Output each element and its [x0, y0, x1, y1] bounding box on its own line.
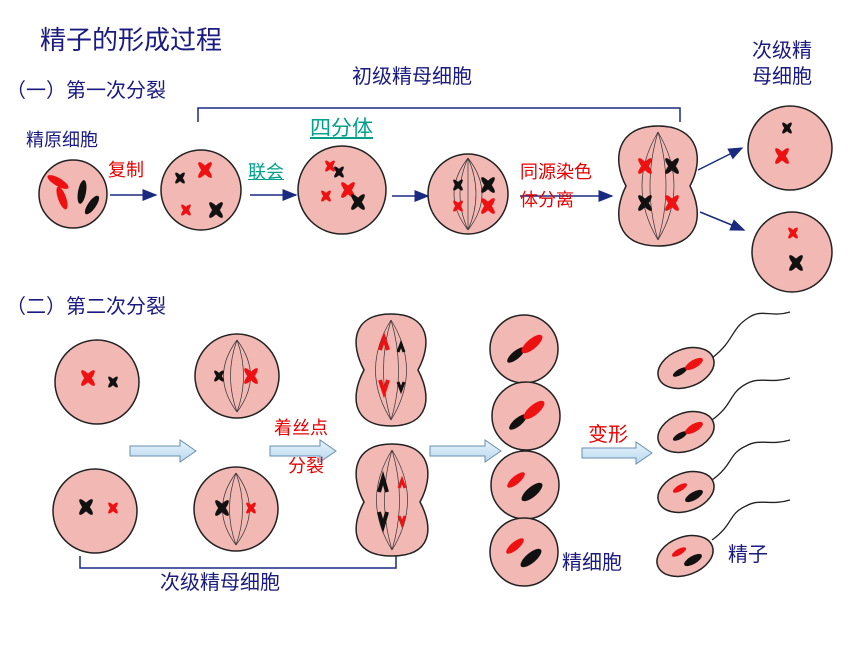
label-centromere-line1: 着丝点: [274, 418, 328, 439]
cell-secondary-lower: [751, 211, 833, 293]
label-spermatogonium: 精原细胞: [26, 130, 98, 151]
cell-metaphase-one: [427, 153, 509, 235]
label-secondary-top-line1: 次级精: [752, 38, 812, 62]
label-primary-spermatocyte: 初级精母细胞: [352, 64, 472, 88]
cell-row2-b-top: [194, 333, 280, 419]
block-arrow-3: [429, 439, 502, 463]
spermatid-4: [489, 517, 559, 587]
secondary-bracket: [79, 556, 397, 569]
label-replication: 复制: [108, 160, 144, 181]
cell-anaphase-two-bottom: [355, 443, 429, 557]
spermatid-1: [489, 314, 559, 384]
label-tetrad: 四分体: [310, 116, 373, 140]
label-spermatid: 精细胞: [562, 550, 622, 574]
label-synapsis: 联会: [248, 162, 284, 183]
label-secondary-bottom: 次级精母细胞: [160, 570, 280, 594]
label-homolog-separation-line1: 同源染色: [520, 162, 592, 183]
block-arrow-4: [581, 441, 653, 465]
cell-spermatogonium: [38, 159, 108, 229]
block-arrow-2: [269, 439, 337, 463]
spermatid-3: [490, 450, 560, 520]
cell-tetrad: [297, 145, 387, 235]
label-secondary-top-line2: 母细胞: [752, 64, 812, 88]
sperm-1: [657, 311, 791, 390]
cell-anaphase-one: [618, 125, 698, 247]
cell-secondary-upper: [747, 105, 833, 191]
cell-row2-a-top: [54, 339, 140, 425]
cell-anaphase-two-top: [355, 313, 427, 427]
arrow-up: [697, 147, 744, 171]
page-title: 精子的形成过程: [40, 26, 223, 56]
sperm-2: [657, 377, 791, 454]
section-two-heading: （二）第二次分裂: [6, 294, 166, 318]
label-transform: 变形: [588, 422, 628, 446]
cell-row2-b-bottom: [193, 466, 279, 552]
arrow-down: [699, 211, 746, 231]
sperm-4: [656, 499, 791, 578]
cell-row2-a-bottom: [52, 468, 138, 554]
cell-replicated: [160, 149, 242, 231]
label-centromere-line2: 分裂: [288, 456, 324, 477]
label-homolog-separation-line2: 体分离: [520, 190, 574, 211]
spermatid-2: [491, 381, 561, 451]
label-sperm: 精子: [728, 542, 768, 566]
section-one-heading: （一）第一次分裂: [6, 78, 166, 102]
sperm-3: [657, 439, 791, 514]
block-arrow-1: [129, 439, 197, 463]
primary-bracket: [197, 107, 681, 122]
